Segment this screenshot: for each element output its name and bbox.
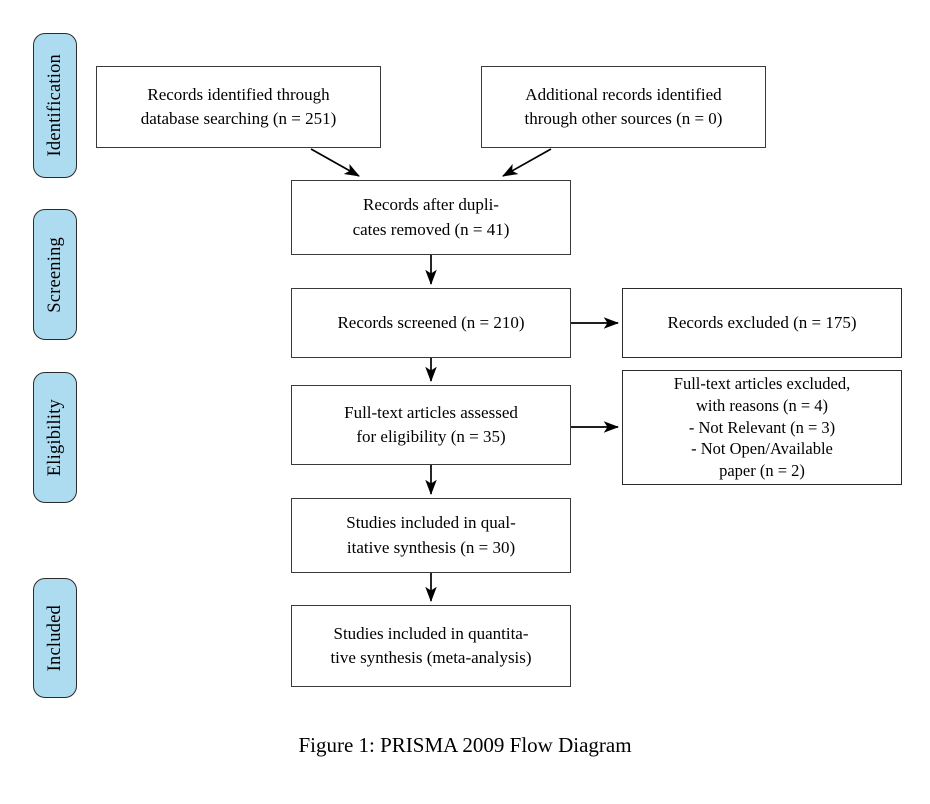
box-additional-records-other-sources-text: Additional records identified through ot…: [524, 84, 723, 128]
box-studies-quantitative-synthesis-text: Studies included in quantita- tive synth…: [330, 623, 532, 667]
phase-label-included: Included: [33, 578, 77, 698]
box-records-after-duplicates-removed: Records after dupli- cates removed (n = …: [291, 180, 571, 255]
box-fulltext-articles-excluded-text: Full-text articles excluded, with reason…: [673, 373, 851, 481]
phase-label-identification: Identification: [33, 33, 77, 178]
arrow-other-to-duplicates: [502, 148, 552, 177]
box-records-screened: Records screened (n = 210): [291, 288, 571, 358]
box-studies-quantitative-synthesis: Studies included in quantita- tive synth…: [291, 605, 571, 687]
arrow-db-to-duplicates: [310, 148, 360, 177]
figure-caption: Figure 1: PRISMA 2009 Flow Diagram: [298, 733, 632, 757]
box-fulltext-articles-assessed: Full-text articles assessed for eligibil…: [291, 385, 571, 465]
phase-label-eligibility: Eligibility: [33, 372, 77, 503]
box-records-identified-database: Records identified through database sear…: [96, 66, 381, 148]
box-fulltext-articles-excluded: Full-text articles excluded, with reason…: [622, 370, 902, 485]
diagram-stage: Identification Screening Eligibility Inc…: [33, 33, 902, 698]
box-records-excluded-text: Records excluded (n = 175): [667, 312, 857, 332]
phase-label-eligibility-text: Eligibility: [44, 398, 65, 477]
phase-label-identification-text: Identification: [44, 54, 65, 157]
box-records-excluded: Records excluded (n = 175): [622, 288, 902, 358]
phase-label-screening: Screening: [33, 209, 77, 340]
box-fulltext-articles-assessed-text: Full-text articles assessed for eligibil…: [344, 402, 518, 446]
box-records-identified-database-text: Records identified through database sear…: [140, 84, 337, 128]
phase-label-included-text: Included: [44, 604, 65, 672]
phase-label-screening-text: Screening: [44, 236, 65, 313]
box-records-screened-text: Records screened (n = 210): [337, 312, 525, 332]
box-studies-qualitative-synthesis-text: Studies included in qual- itative synthe…: [346, 513, 516, 557]
box-additional-records-other-sources: Additional records identified through ot…: [481, 66, 766, 148]
box-studies-qualitative-synthesis: Studies included in qual- itative synthe…: [291, 498, 571, 573]
box-records-after-duplicates-removed-text: Records after dupli- cates removed (n = …: [352, 195, 510, 239]
